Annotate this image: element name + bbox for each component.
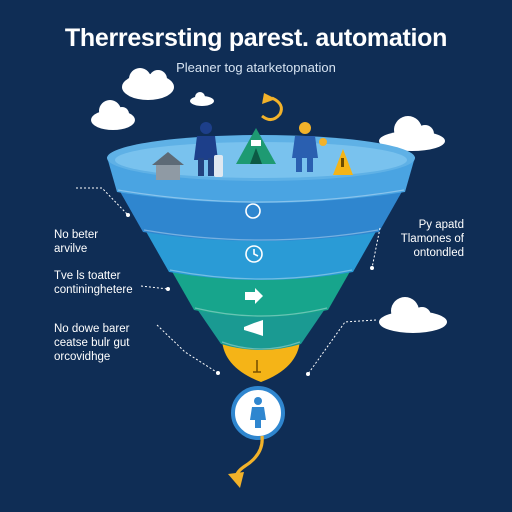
label-line: arvilve [54, 243, 88, 255]
label-line: ontondled [413, 247, 464, 259]
person-icon [194, 122, 223, 177]
label-line: Tlamones of [400, 233, 464, 245]
person-figure-icon [250, 397, 266, 428]
curved-arrow-icon [234, 435, 264, 479]
label-line: contininghetere [54, 284, 133, 296]
label-line: orcovidhge [54, 351, 111, 363]
connector-line [76, 187, 129, 216]
funnel-band-blue [118, 188, 404, 241]
left-label-3: No dowe barer ceatse bulr gut orcovidhge [54, 322, 129, 364]
label-line: No dowe barer [54, 323, 130, 335]
page-subtitle: Pleaner tog atarketopnation [176, 60, 336, 75]
connector-line [156, 324, 219, 374]
funnel-band-yellow [222, 340, 300, 382]
page-title: Therresrsting parest. automation [64, 24, 448, 52]
connector-line [307, 319, 377, 375]
megaphone-icon [244, 320, 263, 336]
funnel-band-green [170, 268, 352, 317]
house-icon [152, 152, 184, 180]
label-line: Tve ls toatter [54, 270, 121, 282]
connector-line [140, 285, 169, 290]
label-line: No beter [54, 229, 99, 241]
cloud-icon [379, 116, 445, 151]
cloud-icon [91, 100, 135, 130]
left-label-2: Tve ls toatter contininghetere [54, 269, 133, 297]
bulb-icon [253, 360, 261, 373]
clock-icon [245, 245, 263, 263]
label-line: ceatse bulr gut [54, 337, 130, 349]
arrow-head [228, 472, 244, 488]
funnel-band-mid [144, 228, 378, 280]
cloud-icon [379, 297, 447, 333]
left-label-1: No beter arvilve [54, 228, 98, 256]
worker-icon [292, 122, 327, 172]
cloud-icon [122, 68, 174, 100]
warning-icon [333, 149, 353, 175]
right-label: Py apatd Tlamones of ontondled [376, 218, 464, 260]
tent-icon [236, 128, 276, 164]
arrow-right-icon [245, 288, 263, 304]
arrow-head [262, 93, 276, 104]
refresh-icon [245, 203, 261, 219]
cloud-icon [190, 92, 214, 106]
label-line: Py apatd [418, 219, 464, 231]
curved-arrow-icon [261, 96, 283, 121]
connector-line [371, 227, 381, 269]
